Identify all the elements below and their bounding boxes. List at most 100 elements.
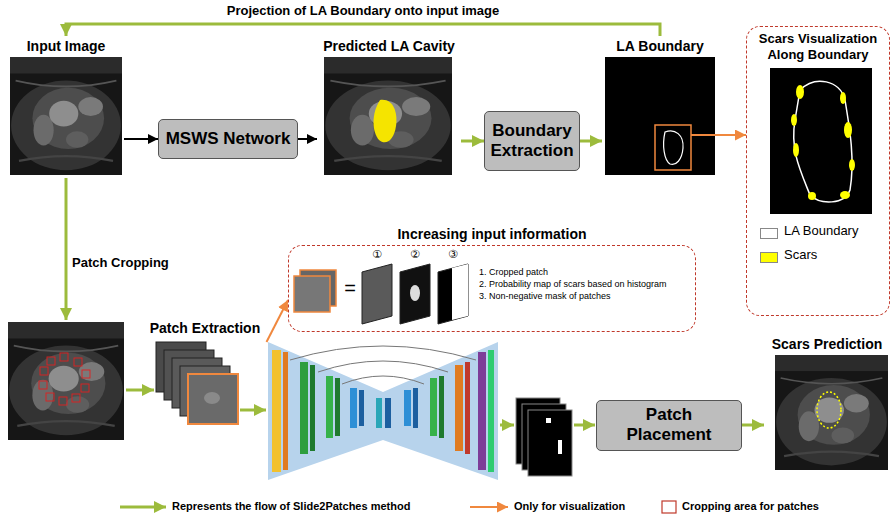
callout-number: ② bbox=[410, 248, 420, 261]
crop-to-patches-arrow bbox=[126, 390, 154, 391]
unet-network bbox=[465, 362, 470, 454]
unet-network bbox=[350, 388, 357, 428]
unet-network bbox=[326, 376, 333, 438]
legend-text: Scars bbox=[784, 247, 817, 262]
legend-swatch bbox=[760, 228, 778, 239]
scars-boundary-image bbox=[791, 114, 797, 126]
scars-prediction-mri bbox=[775, 355, 888, 470]
cropped-mri bbox=[8, 322, 124, 440]
patch-stack bbox=[204, 392, 220, 404]
black-arrow bbox=[124, 138, 158, 140]
panel-heading: Predicted LA Cavity bbox=[317, 36, 461, 55]
cropped-mri bbox=[60, 353, 68, 361]
scars-prediction-mri bbox=[817, 392, 841, 428]
panel-heading: Input Image bbox=[8, 36, 124, 55]
callout-number: ③ bbox=[448, 248, 458, 261]
legend-samples bbox=[120, 506, 166, 509]
cropped-mri bbox=[59, 397, 67, 405]
step-label: Patch Cropping bbox=[72, 255, 169, 270]
edge-label: Projection of LA Boundary onto input ima… bbox=[224, 3, 503, 19]
boundary-image bbox=[605, 57, 715, 175]
boundary-image bbox=[691, 134, 719, 136]
scars-boundary-image bbox=[770, 68, 872, 214]
scars-boundary-image bbox=[849, 159, 855, 171]
visualization-panel: Scars Visualization Along Boundary bbox=[746, 26, 890, 316]
scars-boundary-image bbox=[794, 81, 852, 202]
mask-stack bbox=[558, 440, 562, 454]
legend-samples bbox=[120, 501, 676, 513]
unet-network bbox=[300, 362, 308, 454]
boundary-image bbox=[664, 131, 683, 165]
unet-network bbox=[359, 390, 364, 426]
input-info-icons bbox=[294, 276, 330, 312]
unet-network bbox=[272, 350, 281, 472]
legend-text: Cropping area for patches bbox=[682, 500, 819, 512]
legend-samples bbox=[662, 501, 676, 513]
boundary-image bbox=[605, 57, 719, 175]
unet-network bbox=[310, 365, 315, 451]
list-item: 2. Probability map of scars based on his… bbox=[479, 278, 691, 290]
cropped-mri bbox=[81, 384, 89, 392]
patch-stack-panel: Patch Extraction bbox=[144, 318, 267, 428]
black-arrow bbox=[298, 138, 317, 140]
legend-samples bbox=[470, 506, 508, 508]
boundary-image bbox=[655, 125, 691, 170]
cropped-mri bbox=[39, 381, 47, 389]
process-box: Patch Placement bbox=[596, 400, 742, 451]
input-info-icons bbox=[452, 264, 468, 320]
mask-stack bbox=[546, 418, 551, 423]
scars-boundary-image bbox=[796, 85, 804, 99]
predicted-mri bbox=[324, 57, 452, 175]
unet-network bbox=[376, 398, 382, 428]
mask-stack bbox=[528, 410, 572, 476]
predicted-mri bbox=[374, 100, 397, 143]
unet-network bbox=[488, 350, 494, 472]
cropped-mri bbox=[72, 394, 80, 402]
info-list: 1. Cropped patch2. Probability map of sc… bbox=[479, 266, 691, 302]
unet-network bbox=[413, 388, 418, 428]
input-info-icons bbox=[294, 264, 468, 324]
patch-cropping-arrow bbox=[65, 178, 68, 320]
box-label: MSWS Network bbox=[166, 129, 291, 149]
green-arrow bbox=[461, 140, 484, 143]
legend-swatch bbox=[760, 252, 778, 263]
mask-stack bbox=[516, 398, 572, 476]
green-arrow bbox=[580, 140, 602, 143]
masks-to-placement-arrow bbox=[574, 424, 595, 427]
unet-network bbox=[268, 342, 498, 480]
box-label: Boundary Extraction bbox=[489, 121, 575, 160]
process-box: Boundary Extraction bbox=[484, 111, 580, 171]
legend-text: LA Boundary bbox=[784, 223, 858, 238]
patch-cropping-arrow bbox=[66, 178, 67, 320]
equals-sign: = bbox=[344, 277, 356, 300]
patches-to-network-arrow bbox=[240, 410, 266, 411]
image-panel: Predicted LA Cavity bbox=[317, 36, 461, 176]
unet-network bbox=[342, 376, 424, 384]
scars-boundary-image bbox=[770, 68, 872, 214]
network-to-masks-arrow bbox=[500, 424, 514, 427]
unet-network bbox=[430, 378, 437, 436]
input-mri bbox=[10, 57, 122, 175]
scars-boundary-image bbox=[840, 191, 850, 199]
input-info-icons bbox=[400, 264, 430, 324]
cropped-mri bbox=[46, 393, 54, 401]
cropped-mri bbox=[74, 358, 82, 366]
unet-network bbox=[335, 378, 340, 436]
unet-network bbox=[385, 398, 391, 428]
list-item: 1. Cropped patch bbox=[479, 266, 691, 278]
network-to-masks-arrow bbox=[500, 425, 514, 426]
patches-to-network-arrow bbox=[240, 409, 266, 412]
unet-network bbox=[439, 376, 444, 438]
patch-stack bbox=[188, 374, 238, 424]
box-label: Patch Placement bbox=[601, 405, 737, 444]
panel-heading: Scars Visualization Along Boundary bbox=[751, 31, 885, 63]
unet-network bbox=[290, 346, 476, 360]
image-panel: LA Boundary bbox=[602, 36, 718, 176]
masks-to-placement-arrow bbox=[574, 425, 595, 426]
patch-stack bbox=[156, 342, 238, 424]
unet-network bbox=[268, 342, 498, 480]
green-arrow bbox=[66, 24, 660, 36]
list-item: 3. Non-negative mask of patches bbox=[479, 290, 691, 302]
input-info-icons bbox=[410, 285, 420, 301]
